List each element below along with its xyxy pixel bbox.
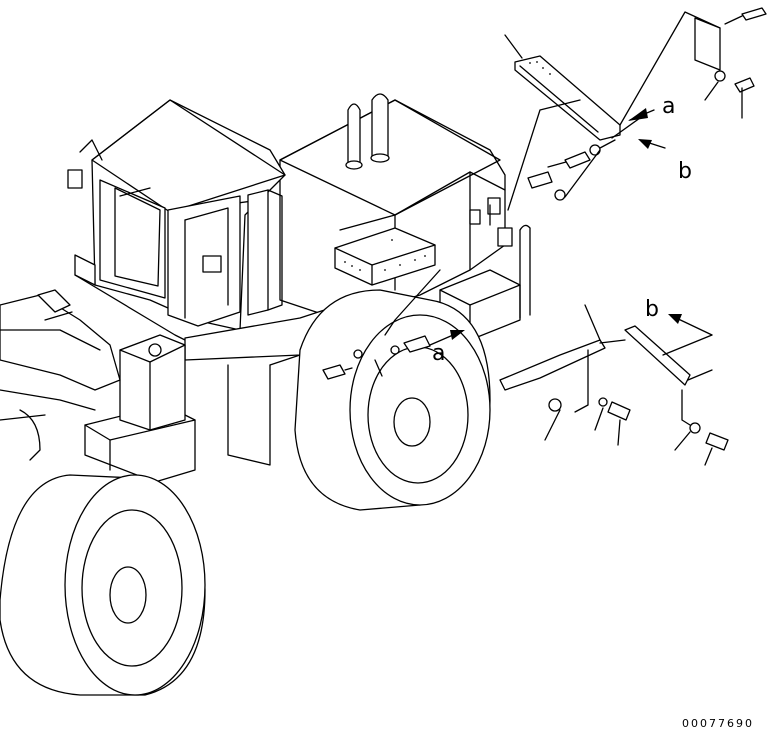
label-a-upper: a: [662, 94, 675, 119]
direction-arrows: [429, 108, 713, 346]
fender-plate: [334, 227, 436, 286]
label-b-lower: b: [645, 297, 659, 322]
center-hardware: [322, 269, 441, 380]
cab: [67, 99, 286, 331]
rops-pillar: [247, 189, 283, 316]
lower-bracket-assembly: [499, 304, 729, 466]
grab-handle: [497, 224, 531, 319]
drawing-number: 00077690: [682, 717, 754, 730]
wheel-loader: [0, 93, 531, 696]
label-a-lower: a: [432, 341, 445, 366]
front-frame: [84, 334, 196, 483]
rear-wheel: [294, 289, 491, 511]
front-wheel: [0, 474, 206, 696]
boom-linkage: [0, 289, 121, 461]
upper-bracket-assembly: [504, 7, 767, 211]
label-b-upper: b: [678, 159, 692, 184]
exhaust-stacks: [345, 93, 390, 170]
